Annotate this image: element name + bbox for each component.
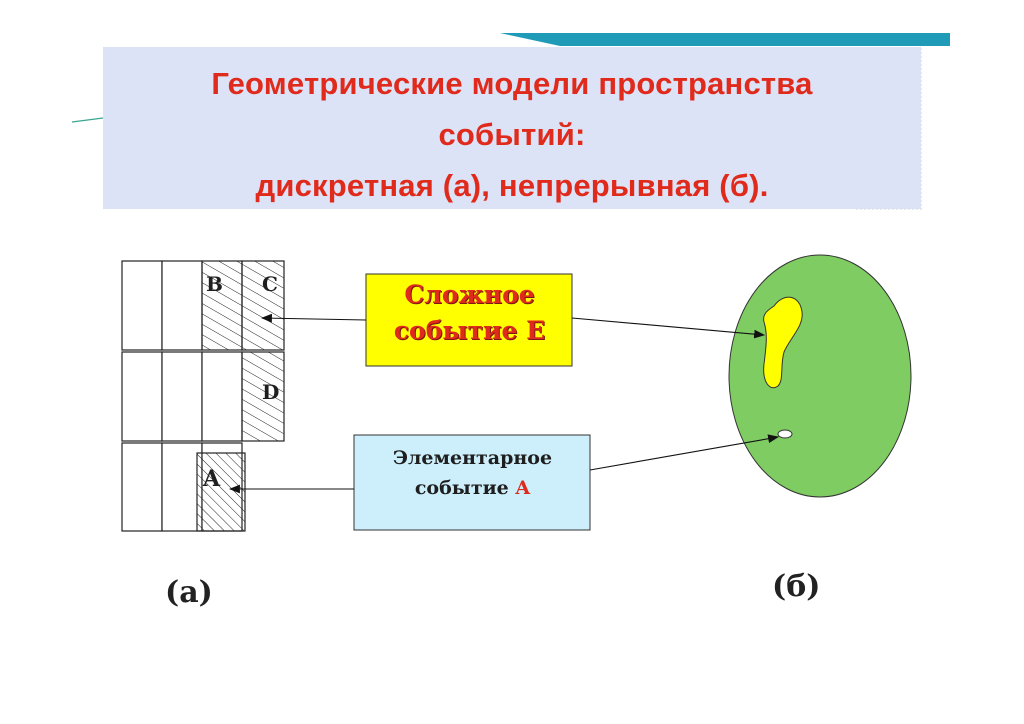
elementary-event-letter: A	[515, 477, 531, 499]
grid-cell-b	[201, 260, 243, 351]
discrete-grid	[121, 260, 285, 532]
elementary-event-line-1: Элементарное	[392, 447, 553, 469]
title-line-2: событий:	[438, 117, 586, 152]
complex-event-line-1: Сложное	[404, 280, 535, 309]
slide-title: Геометрические модели пространства событ…	[103, 58, 921, 211]
grid-label-b: B	[206, 272, 223, 296]
elementary-event-line-2: событие A	[355, 473, 590, 503]
complex-event-blob	[763, 296, 803, 389]
continuous-space-ellipse	[728, 254, 912, 498]
grid-label-d: D	[262, 380, 280, 404]
title-line-3: дискретная (а), непрерывная (б).	[255, 168, 769, 203]
arrow-complex-to-blob	[571, 317, 766, 339]
grid-cell	[121, 260, 163, 351]
grid-cell-a	[196, 452, 246, 532]
grid-label-a: A	[203, 466, 221, 492]
grid-cell	[121, 351, 163, 442]
grid-cell	[121, 442, 163, 532]
elementary-event-label: Элементарное событие A	[355, 443, 590, 503]
caption-discrete: (а)	[165, 575, 213, 610]
teal-swoosh	[500, 33, 950, 46]
complex-event-line-2: событие E	[393, 316, 546, 345]
elementary-event-box	[353, 434, 591, 531]
caption-continuous: (б)	[772, 569, 821, 604]
title-band	[103, 47, 921, 209]
elementary-event-prefix: событие	[414, 477, 516, 499]
grid-cell	[201, 351, 243, 442]
elementary-event-point	[777, 429, 793, 439]
grid-cell	[161, 351, 203, 442]
arrow-complex-to-grid	[260, 313, 367, 323]
grid-cell-d	[241, 351, 285, 442]
grid-cell-c	[241, 260, 285, 351]
grid-label-c: C	[262, 272, 278, 296]
grid-cell	[161, 442, 203, 532]
arrow-elementary-to-point	[589, 434, 780, 471]
complex-event-label: Сложное событие E	[368, 277, 571, 349]
complex-event-box	[365, 273, 573, 367]
title-line-1: Геометрические модели пространства	[211, 66, 813, 101]
grid-cell	[161, 260, 203, 351]
